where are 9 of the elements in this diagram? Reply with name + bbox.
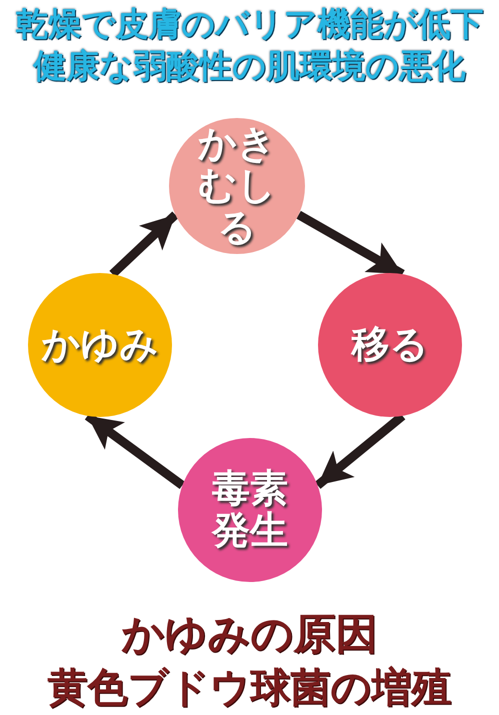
footer-text: かゆみの原因	[120, 608, 378, 660]
arrow	[109, 211, 178, 278]
heading-text: 健康な弱酸性の肌環境の悪化	[32, 45, 466, 87]
node-label: 毒素発生	[210, 468, 289, 552]
node-label: かきむしる	[196, 123, 277, 249]
heading-text: 乾燥で皮膚のバリア機能が低下	[14, 3, 484, 45]
node-label: かゆみ	[40, 324, 160, 366]
footer-text: 黄色ブドウ球菌の増殖	[46, 663, 452, 713]
node-label: 移る	[350, 324, 430, 366]
